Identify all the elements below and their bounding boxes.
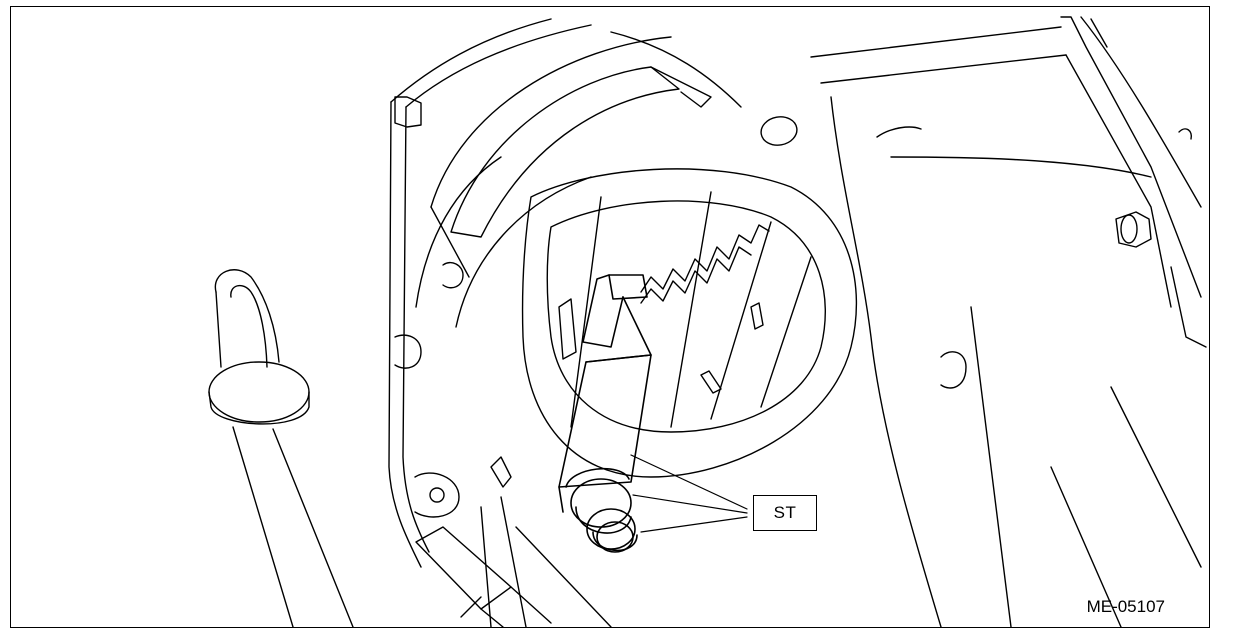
- special-tool-stopper: [558, 274, 652, 553]
- engine-block-right: [810, 16, 1207, 627]
- timing-housing: [415, 31, 798, 328]
- lower-pipe: [415, 456, 612, 627]
- engine-timing-illustration: [208, 16, 1207, 627]
- ring-gear-teeth: [640, 224, 770, 304]
- engine-case-outline: [388, 18, 592, 568]
- diagram-frame: ST ME-05107: [10, 6, 1210, 628]
- figure-id: ME-05107: [1086, 597, 1165, 616]
- oil-dipstick-tube: [208, 269, 354, 627]
- callout-label-st: ST: [753, 495, 817, 531]
- crank-pulley-opening: [521, 168, 858, 478]
- callout-leaders: [630, 454, 748, 533]
